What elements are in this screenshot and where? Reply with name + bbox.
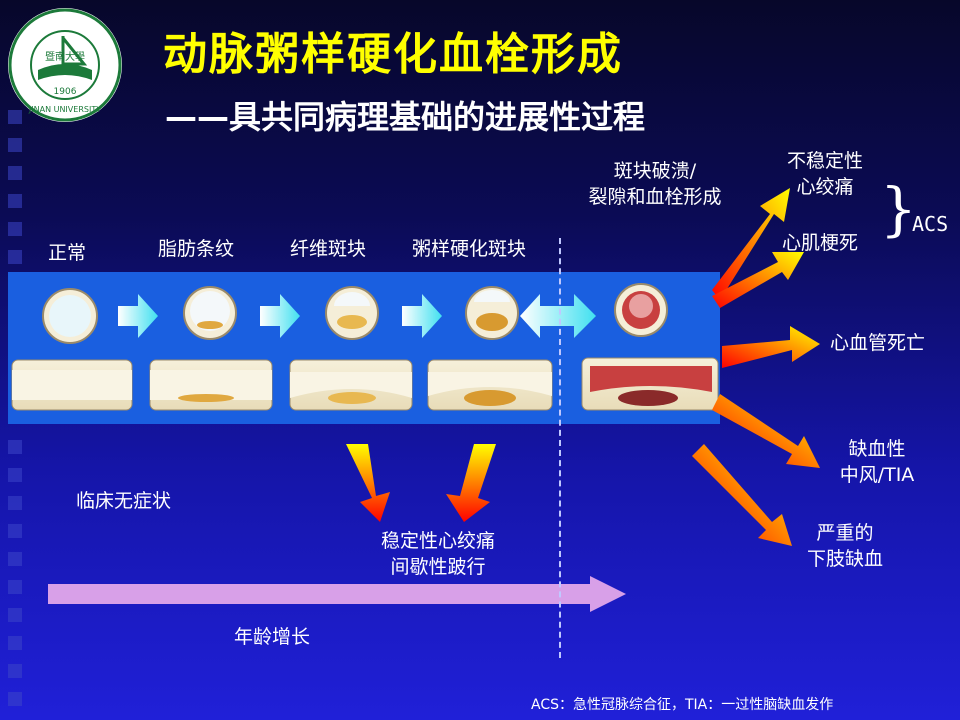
vessel-atherosclerotic-plaque	[427, 359, 553, 411]
stage-label-atherosclerotic-plaque: 粥样硬化斑块	[412, 238, 527, 260]
outcome-mi: 心肌梗死	[782, 232, 859, 254]
outcome-unstable-angina: 不稳定性 心绞痛	[770, 148, 880, 200]
acs-brace: }	[880, 175, 917, 243]
outcome-stroke: 缺血性 中风/TIA	[822, 436, 932, 488]
cross-section-atherosclerotic-plaque	[465, 286, 519, 340]
stage-label-fatty-streak: 脂肪条纹	[158, 238, 235, 260]
vessel-fibrous-plaque	[289, 359, 413, 411]
vessel-rupture-thrombus	[581, 357, 719, 411]
acs-label: ACS	[912, 212, 949, 236]
stroke-line1: 缺血性	[848, 438, 906, 460]
outcome-arrows	[692, 188, 820, 546]
logo-bottom-text: JINAN UNIVERSITY	[28, 105, 101, 114]
logo-year: 1906	[54, 87, 77, 97]
limb-line2: 下肢缺血	[806, 548, 883, 570]
age-label: 年龄增长	[234, 626, 311, 648]
rupture-line2: 裂隙和血栓形成	[588, 186, 722, 208]
decorative-squares	[0, 110, 30, 720]
footnote: ACS：急性冠脉综合征，TIA：一过性脑缺血发作	[531, 697, 834, 713]
stage-label-rupture: 斑块破溃/ 裂隙和血栓形成	[570, 158, 740, 210]
stage-label-normal: 正常	[48, 242, 87, 264]
cross-section-normal	[42, 288, 98, 344]
limb-line1: 严重的	[816, 522, 874, 544]
stable-symptoms: 稳定性心绞痛 间歇性跛行	[358, 528, 518, 580]
page-subtitle: ——具共同病理基础的进展性过程	[165, 98, 646, 136]
page-title: 动脉粥样硬化血栓形成	[163, 29, 623, 80]
outcome-cv-death: 心血管死亡	[830, 332, 926, 354]
unstable-angina-line1: 不稳定性	[786, 150, 863, 172]
asymptomatic-label: 临床无症状	[76, 490, 172, 512]
vessel-normal	[11, 359, 133, 411]
cross-section-fatty-streak	[183, 286, 237, 340]
dashed-divider	[559, 238, 561, 658]
university-logo: 暨南大學 1906 JINAN UNIVERSITY	[8, 8, 122, 122]
stable-arrows	[346, 444, 496, 522]
stable-line2: 间歇性跛行	[390, 556, 486, 578]
age-arrow	[48, 576, 626, 612]
stroke-line2: 中风/TIA	[839, 464, 915, 486]
logo-top-text: 暨南大學	[45, 50, 85, 63]
outcome-limb-ischemia: 严重的 下肢缺血	[790, 520, 900, 572]
stage-label-fibrous-plaque: 纤维斑块	[290, 238, 367, 260]
vessel-fatty-streak	[149, 359, 273, 411]
unstable-angina-line2: 心绞痛	[796, 176, 854, 198]
cross-section-rupture-thrombus	[614, 283, 668, 337]
progression-arrows	[118, 294, 596, 338]
cross-section-fibrous-plaque	[325, 286, 379, 340]
rupture-line1: 斑块破溃/	[613, 160, 697, 182]
stable-line1: 稳定性心绞痛	[380, 530, 495, 552]
